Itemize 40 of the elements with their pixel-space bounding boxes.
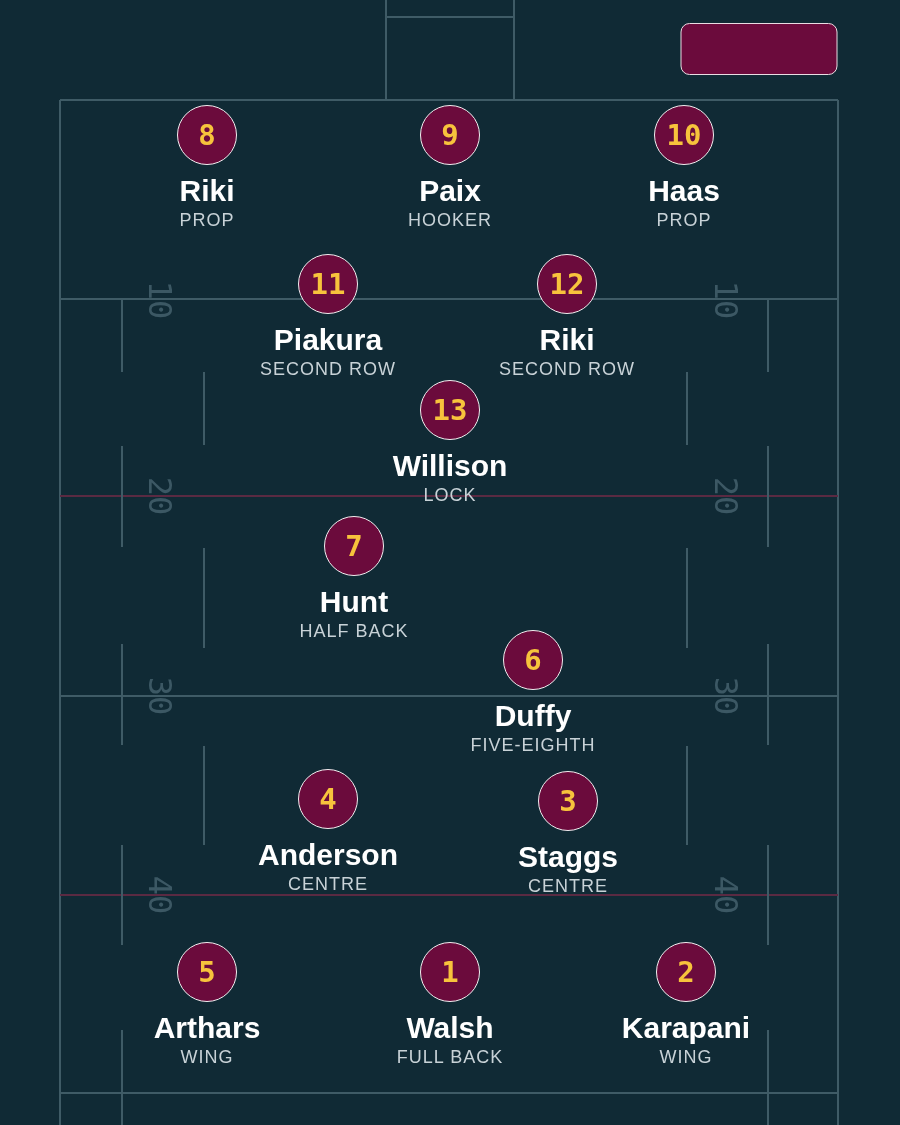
player-name: Arthars xyxy=(153,1010,261,1044)
player-name: Duffy xyxy=(494,698,572,732)
jersey-number: 7 xyxy=(324,516,384,576)
position-label: SECOND ROW xyxy=(260,360,396,380)
jersey-number: 9 xyxy=(420,105,480,165)
position-label: WING xyxy=(180,1048,234,1068)
position-label: PROP xyxy=(179,211,235,231)
player-name: Walsh xyxy=(406,1010,494,1044)
position-label: WING xyxy=(659,1048,713,1068)
position-label: LOCK xyxy=(423,486,477,506)
jersey-number: 6 xyxy=(503,630,563,690)
jersey-number: 11 xyxy=(298,254,358,314)
player-name: Karapani xyxy=(621,1010,751,1044)
player-name: Staggs xyxy=(518,839,618,873)
player-name: Willison xyxy=(392,448,508,482)
jersey-number: 4 xyxy=(298,769,358,829)
jersey-number: 2 xyxy=(656,942,716,1002)
position-label: CENTRE xyxy=(528,877,608,897)
player-name: Riki xyxy=(179,173,235,207)
player-name: Haas xyxy=(648,173,720,207)
position-label: HOOKER xyxy=(408,211,492,231)
position-label: FIVE-EIGHTH xyxy=(470,736,596,756)
jersey-number: 12 xyxy=(537,254,597,314)
position-label: HALF BACK xyxy=(299,622,409,642)
jersey-number: 10 xyxy=(654,105,714,165)
position-label: PROP xyxy=(656,211,712,231)
player-name: Paix xyxy=(419,173,481,207)
jersey-number: 5 xyxy=(177,942,237,1002)
jersey-number: 3 xyxy=(538,771,598,831)
jersey-number: 8 xyxy=(177,105,237,165)
position-label: SECOND ROW xyxy=(499,360,635,380)
player-name: Riki xyxy=(539,322,595,356)
position-label: CENTRE xyxy=(288,875,368,895)
jersey-number: 1 xyxy=(420,942,480,1002)
player-name: Piakura xyxy=(273,322,383,356)
position-label: FULL BACK xyxy=(396,1048,504,1068)
player-name: Hunt xyxy=(319,584,389,618)
player-name: Anderson xyxy=(258,837,398,871)
jersey-number: 13 xyxy=(420,380,480,440)
team-badge xyxy=(680,23,838,75)
